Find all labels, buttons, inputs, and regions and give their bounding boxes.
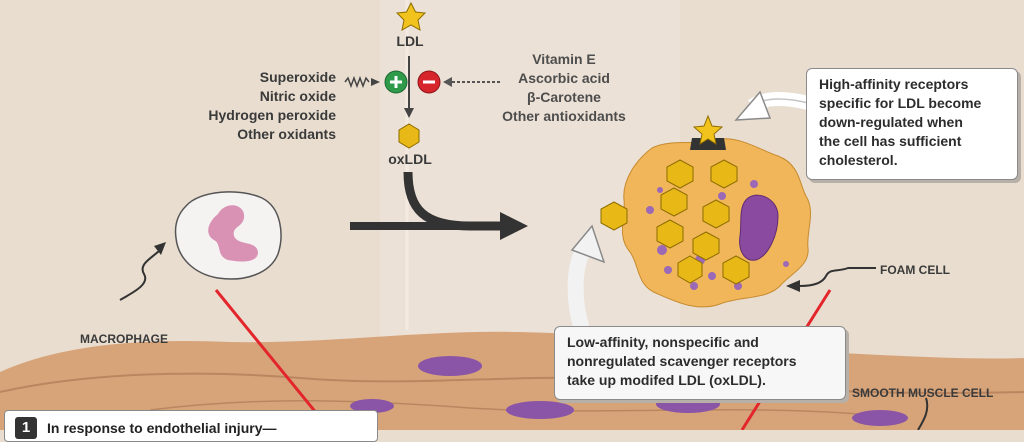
oxidants-list: Superoxide Nitric oxide Hydrogen peroxid… [170,68,336,144]
antioxidant-item: Other antioxidants [502,108,626,124]
low-affinity-line: Low-affinity, nonspecific and [567,334,759,350]
ldl-receptor [690,138,726,150]
step-box: 1 In response to endothelial injury— [4,410,378,442]
external-oxldl [600,201,628,231]
step-number: 1 [15,417,37,439]
antioxidant-item: Vitamin E [532,51,596,67]
smooth-muscle-pointer [917,397,929,430]
foam-cell-nucleus [739,194,779,261]
foam-cell-pointer [799,267,876,287]
high-affinity-arrowhead [734,90,772,121]
oxidant-item: Superoxide [259,69,336,85]
macrophage-label: MACROPHAGE [80,332,169,346]
internalized-oxldl [656,159,750,285]
high-affinity-line: cholesterol. [819,152,898,168]
high-affinity-line: High-affinity receptors [819,76,969,92]
oxidant-squiggle [344,75,370,89]
oxidant-item: Hydrogen peroxide [208,107,336,123]
tissue-nucleus-2 [506,401,574,419]
plus-icon-v [394,76,398,88]
oxidant-item: Nitric oxide [259,88,336,104]
tissue-nucleus-5 [852,410,908,426]
oxldl-hexagon-icon [398,123,420,149]
tissue-nucleus-1 [418,356,482,376]
step-text: In response to endothelial injury— [47,420,277,436]
macrophage-pointer [119,249,161,301]
low-affinity-line: take up modifed LDL (oxLDL). [567,372,766,388]
high-affinity-line: down-regulated when [819,114,963,130]
macrophage-nucleus [208,205,258,262]
macrophage-pointer-head [154,242,166,255]
oxidant-item: Other oxidants [237,126,336,142]
low-affinity-line: nonregulated scavenger receptors [567,353,797,369]
ldl-star-icon [395,1,427,31]
high-affinity-line: the cell has sufficient [819,133,962,149]
high-affinity-callout: High-affinity receptors specific for LDL… [806,68,1018,180]
reaction-arrowhead [404,108,414,118]
antioxidant-arrowhead [443,77,452,87]
antioxidant-item: Ascorbic acid [518,70,610,86]
ldl-label: LDL [396,33,424,49]
oxldl-label: oxLDL [388,151,432,167]
smooth-muscle-cell-label: SMOOTH MUSCLE CELL [852,386,994,400]
antioxidants-list: Vitamin E Ascorbic acid β-Carotene Other… [478,50,650,126]
receptor-ldl-star-icon [692,114,724,146]
foam-cell-pointer-head [786,280,800,292]
tissue-contour-2 [149,400,861,415]
tissue-nucleus-4 [350,399,394,413]
uptake-arrowhead [500,212,528,240]
minus-icon-bar [423,80,435,84]
macrophage-red-line [214,289,324,421]
low-affinity-callout: Low-affinity, nonspecific and nonregulat… [554,326,846,400]
low-affinity-arrowhead [570,224,606,264]
antioxidant-item: β-Carotene [527,89,601,105]
high-affinity-line: specific for LDL become [819,95,982,111]
oxidant-arrowhead [371,78,380,86]
foam-cell-label: FOAM CELL [880,263,950,277]
